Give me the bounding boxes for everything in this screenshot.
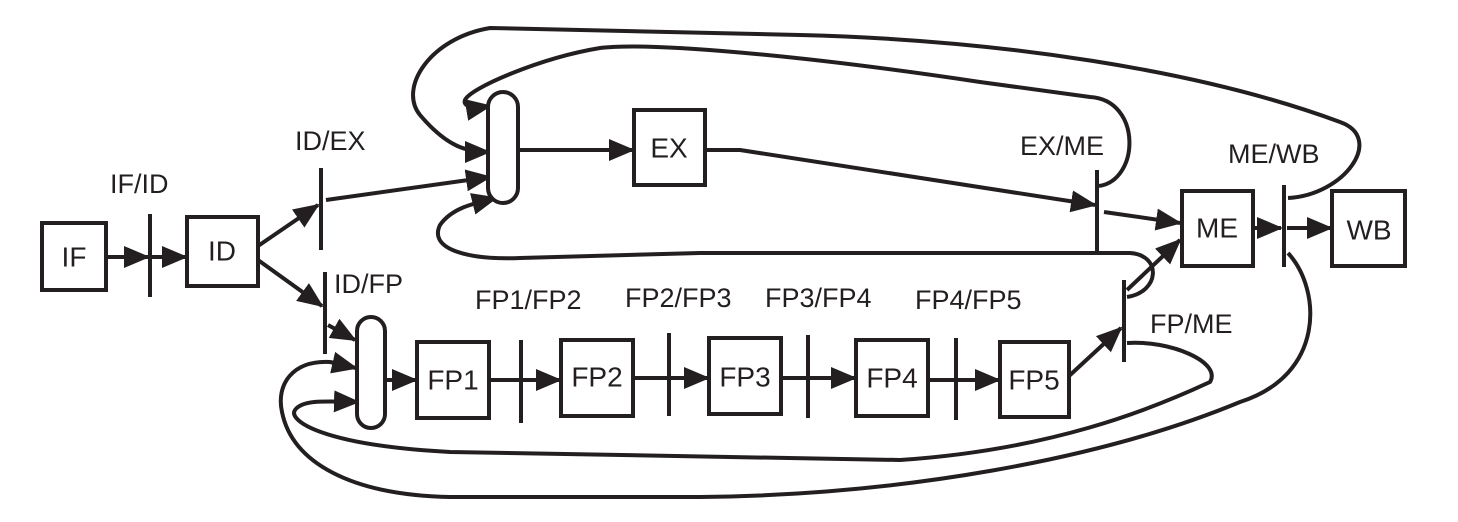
wire-idex-to-ex-mux xyxy=(325,169,492,202)
stage-me: ME xyxy=(1180,189,1255,268)
wire-id-to-idfp xyxy=(256,258,324,308)
forward-fpme-to-ex-mux xyxy=(436,193,1155,299)
stage-wb-label: WB xyxy=(1346,215,1391,246)
latch-label-fp-me: FP/ME xyxy=(1150,309,1233,339)
latch-label-fp1-fp2: FP1/FP2 xyxy=(475,285,582,315)
stage-id-label: ID xyxy=(208,236,236,267)
stage-me-label: ME xyxy=(1196,213,1238,244)
stage-wb: WB xyxy=(1330,189,1407,268)
latch-label-me-wb: ME/WB xyxy=(1228,139,1320,169)
stage-if-label: IF xyxy=(62,242,87,273)
stage-fp1: FP1 xyxy=(415,340,491,420)
stage-fp5-label: FP5 xyxy=(1008,365,1059,396)
forward-fpme-to-fp-mux xyxy=(292,340,1214,462)
fp-mux xyxy=(355,315,387,430)
stage-fp5: FP5 xyxy=(998,340,1071,419)
stage-id: ID xyxy=(185,215,260,288)
stage-fp2: FP2 xyxy=(559,338,635,418)
wire-fpme-to-me xyxy=(1125,238,1182,292)
stage-fp1-label: FP1 xyxy=(427,365,478,396)
latch-label-fp4-fp5: FP4/FP5 xyxy=(915,285,1022,315)
latch-label-id-ex: ID/EX xyxy=(295,126,366,156)
stage-fp2-label: FP2 xyxy=(571,362,622,393)
latch-label-ex-me: EX/ME xyxy=(1020,131,1104,161)
stage-fp4-label: FP4 xyxy=(866,363,917,394)
stage-ex-label: EX xyxy=(650,133,688,164)
latch-label-fp2-fp3: FP2/FP3 xyxy=(625,283,732,313)
latch-label-fp3-fp4: FP3/FP4 xyxy=(765,283,872,313)
stage-fp3-label: FP3 xyxy=(719,362,770,393)
ex-mux xyxy=(486,90,520,205)
forward-mewb-to-ex-mux xyxy=(411,26,1362,200)
forward-mewb-to-fp-mux xyxy=(278,251,1313,499)
wire-ex-to-exme xyxy=(705,148,1097,213)
wire-idfp-to-fp-mux xyxy=(327,318,357,342)
wire-id-to-idex xyxy=(256,203,320,248)
stage-ex: EX xyxy=(632,108,707,187)
stage-fp3: FP3 xyxy=(707,336,783,416)
latch-label-if-id: IF/ID xyxy=(110,169,169,199)
wire-exme-to-me xyxy=(1103,208,1182,231)
stage-if: IF xyxy=(40,221,108,292)
forward-exme-to-ex-mux xyxy=(462,44,1132,188)
wire-fp5-to-fpme xyxy=(1067,326,1123,378)
stage-fp4: FP4 xyxy=(854,338,930,418)
latch-label-id-fp: ID/FP xyxy=(334,269,403,299)
